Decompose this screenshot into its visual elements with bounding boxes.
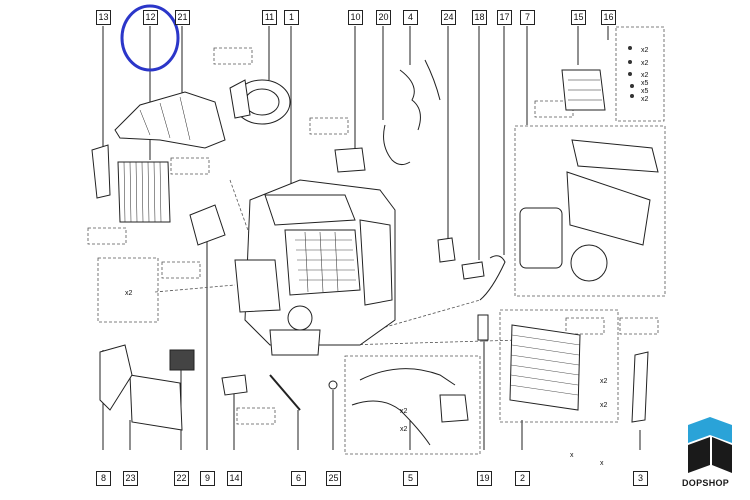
- callout-10: 10: [348, 10, 363, 25]
- callout-15: 15: [571, 10, 586, 25]
- callout-4: 4: [403, 10, 418, 25]
- qty-note: x2: [641, 72, 649, 79]
- highlight-circle: [120, 4, 180, 72]
- callout-21: 21: [175, 10, 190, 25]
- callout-22: 22: [174, 471, 189, 486]
- callout-19: 19: [477, 471, 492, 486]
- callout-3: 3: [633, 471, 648, 486]
- callout-5: 5: [403, 471, 418, 486]
- qty-note: x2: [600, 402, 608, 409]
- callout-18: 18: [472, 10, 487, 25]
- callout-25: 25: [326, 471, 341, 486]
- qty-note: x5: [641, 80, 649, 87]
- callout-23: 23: [123, 471, 138, 486]
- qty-note: x: [570, 452, 574, 459]
- callout-20: 20: [376, 10, 391, 25]
- callout-11: 11: [262, 10, 277, 25]
- callout-24: 24: [441, 10, 456, 25]
- qty-note: x: [600, 460, 604, 467]
- qty-note: x2: [641, 96, 649, 103]
- callout-12: 12: [143, 10, 158, 25]
- qty-note: x5: [641, 88, 649, 95]
- callout-13: 13: [96, 10, 111, 25]
- callout-1: 1: [284, 10, 299, 25]
- dopshop-logo-icon: [688, 417, 732, 473]
- qty-note: x2: [641, 60, 649, 67]
- callout-9: 9: [200, 471, 215, 486]
- callout-8: 8: [96, 471, 111, 486]
- qty-note: x2: [600, 378, 608, 385]
- brand-name: DOPSHOP: [682, 478, 730, 488]
- qty-note: x2: [125, 290, 133, 297]
- callout-2: 2: [515, 471, 530, 486]
- callout-14: 14: [227, 471, 242, 486]
- qty-note: x2: [400, 426, 408, 433]
- callout-6: 6: [291, 471, 306, 486]
- qty-note: x2: [400, 408, 408, 415]
- callout-7: 7: [520, 10, 535, 25]
- qty-note: x2: [641, 47, 649, 54]
- callout-17: 17: [497, 10, 512, 25]
- callout-16: 16: [601, 10, 616, 25]
